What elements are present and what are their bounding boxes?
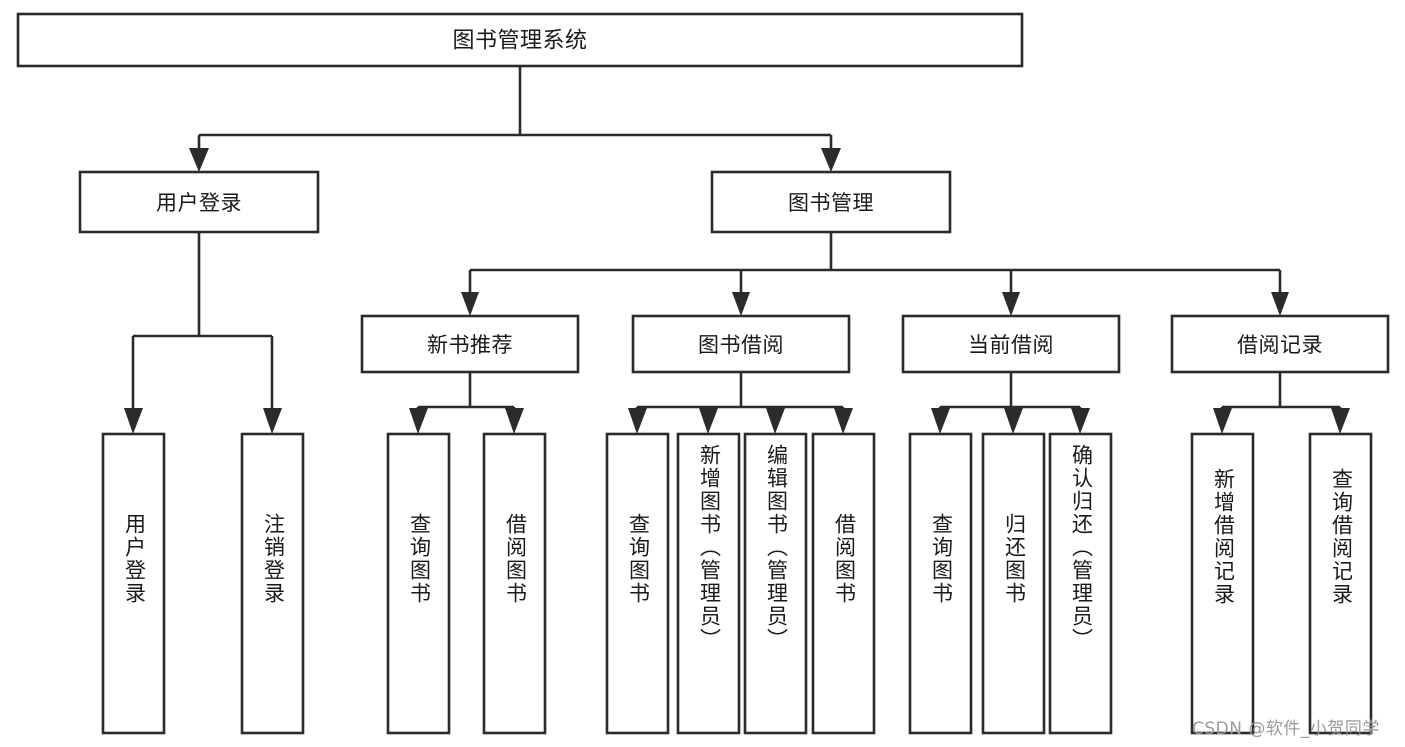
arrow-head-leaf-query-record: [1331, 408, 1350, 434]
arrow-head-book-manage: [821, 148, 841, 172]
arrow-head-new-book-recommend: [461, 292, 479, 316]
arrow-head-leaf-edit-book: [766, 408, 785, 434]
arrow-head-leaf-return-book: [1004, 408, 1023, 434]
node-current-borrow-box[interactable]: [901, 314, 1121, 374]
node-leaf-add-book-box[interactable]: [676, 432, 741, 735]
arrow-head-leaf-query-book-3: [931, 408, 950, 434]
arrow-head-user-login: [189, 148, 209, 172]
node-book-manage-box[interactable]: [710, 170, 952, 234]
node-leaf-user-logout-box[interactable]: [240, 432, 305, 735]
arrow-head-leaf-add-book: [699, 408, 718, 434]
node-book-manage[interactable]: 图书管理: [710, 170, 952, 234]
node-leaf-query-record-box[interactable]: [1308, 432, 1373, 735]
connector-group: [124, 66, 1350, 434]
node-current-borrow[interactable]: 当前借阅: [901, 314, 1121, 374]
node-new-book-recommend-box[interactable]: [360, 314, 580, 374]
node-book-borrow-box[interactable]: [631, 314, 851, 374]
arrow-head-borrow-record: [1271, 292, 1289, 316]
arrow-head-leaf-confirm-return: [1071, 408, 1090, 434]
node-borrow-record-label: 借阅记录: [1237, 333, 1323, 357]
node-leaf-borrow-book-1-box[interactable]: [482, 432, 547, 735]
node-leaf-confirm-return-box[interactable]: [1048, 432, 1113, 735]
arrow-head-current-borrow: [1002, 292, 1020, 316]
node-leaf-add-record-box[interactable]: [1190, 432, 1255, 735]
arrow-head-leaf-user-logout: [263, 408, 282, 434]
arrow-head-leaf-borrow-book-1: [505, 408, 524, 434]
arrow-head-leaf-query-book-1: [409, 408, 428, 434]
node-root[interactable]: 图书管理系统: [16, 12, 1024, 68]
node-root-label: 图书管理系统: [452, 29, 587, 54]
node-leaf-borrow-book-2-box[interactable]: [811, 432, 876, 735]
node-root-box[interactable]: [16, 12, 1024, 68]
node-borrow-record-box[interactable]: [1170, 314, 1390, 374]
csdn-watermark: CSDN @软件_小贺同学: [1192, 719, 1380, 739]
node-user-login-label: 用户登录: [156, 191, 242, 215]
node-leaf-user-login-box[interactable]: [101, 432, 166, 735]
node-leaf-return-book-box[interactable]: [981, 432, 1046, 735]
node-borrow-record[interactable]: 借阅记录: [1170, 314, 1390, 374]
arrow-head-leaf-add-record: [1213, 408, 1232, 434]
node-leaf-edit-book-box[interactable]: [743, 432, 808, 735]
node-book-borrow-label: 图书借阅: [698, 333, 784, 357]
node-leaf-query-book-1-box[interactable]: [386, 432, 451, 735]
node-current-borrow-label: 当前借阅: [968, 333, 1054, 357]
arrow-head-leaf-query-book-2: [628, 408, 647, 434]
arrow-head-leaf-user-login: [124, 408, 143, 434]
node-book-borrow[interactable]: 图书借阅: [631, 314, 851, 374]
arrow-head-book-borrow: [732, 292, 750, 316]
node-leaf-query-book-3-box[interactable]: [908, 432, 973, 735]
node-new-book-recommend-label: 新书推荐: [427, 333, 513, 357]
node-user-login[interactable]: 用户登录: [78, 170, 320, 234]
node-new-book-recommend[interactable]: 新书推荐: [360, 314, 580, 374]
leaf-box-group: [101, 432, 1373, 735]
arrow-head-leaf-borrow-book-2: [834, 408, 853, 434]
node-book-manage-label: 图书管理: [788, 191, 874, 215]
node-user-login-box[interactable]: [78, 170, 320, 234]
node-leaf-query-book-2-box[interactable]: [605, 432, 670, 735]
